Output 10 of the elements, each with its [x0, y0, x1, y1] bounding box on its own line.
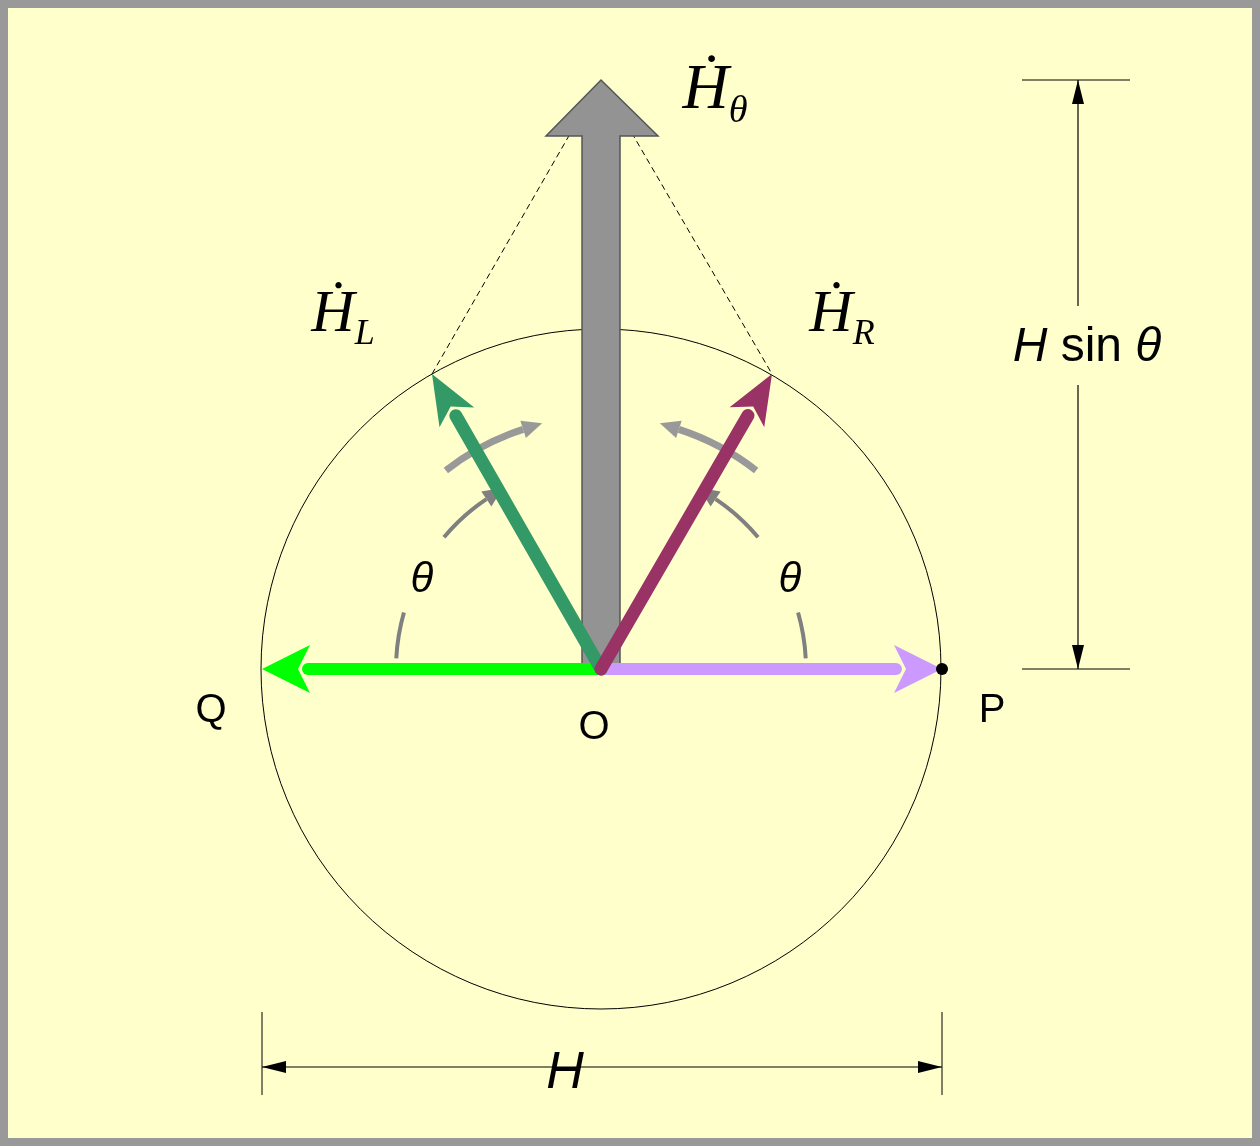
- point-label: O: [578, 705, 610, 745]
- dimension-label: H sin θ: [1012, 321, 1162, 369]
- vector-label: Ḣ$_{L}$: [311, 280, 375, 350]
- point-label: Q: [195, 688, 227, 728]
- angle-label: θ: [778, 557, 802, 599]
- point-label: P: [978, 688, 1006, 728]
- vector-label: Ḣ$_{R}$: [809, 280, 875, 350]
- vector-label: Ḣ$_{θ}$: [682, 55, 748, 129]
- dimension-label: H: [546, 1044, 584, 1096]
- angle-label: θ: [410, 557, 434, 599]
